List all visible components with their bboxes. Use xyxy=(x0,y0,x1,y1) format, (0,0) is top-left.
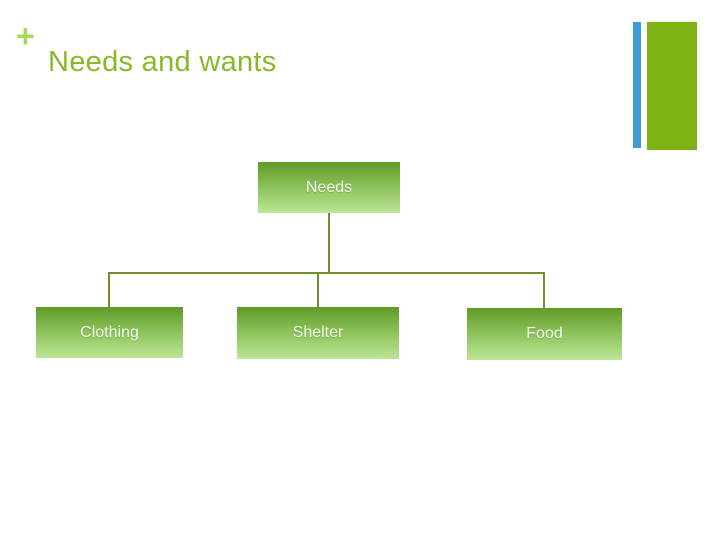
page-title: Needs and wants xyxy=(48,46,277,78)
node-shelter: Shelter xyxy=(237,307,399,359)
connector-horizontal xyxy=(108,272,545,274)
node-clothing-label: Clothing xyxy=(80,323,139,341)
connector-root-vertical xyxy=(328,213,330,274)
plus-bullet-icon: + xyxy=(16,18,35,54)
node-needs: Needs xyxy=(258,162,400,213)
node-food-label: Food xyxy=(526,325,563,342)
connector-drop-shelter xyxy=(317,272,319,307)
node-shelter-label: Shelter xyxy=(292,324,344,341)
connector-drop-food xyxy=(543,272,545,308)
node-food: Food xyxy=(467,308,622,360)
accent-bar-blue xyxy=(633,22,641,148)
node-clothing: Clothing xyxy=(36,307,183,358)
connector-drop-clothing xyxy=(108,272,110,307)
accent-bar-green xyxy=(647,22,697,150)
node-needs-label: Needs xyxy=(305,178,353,196)
